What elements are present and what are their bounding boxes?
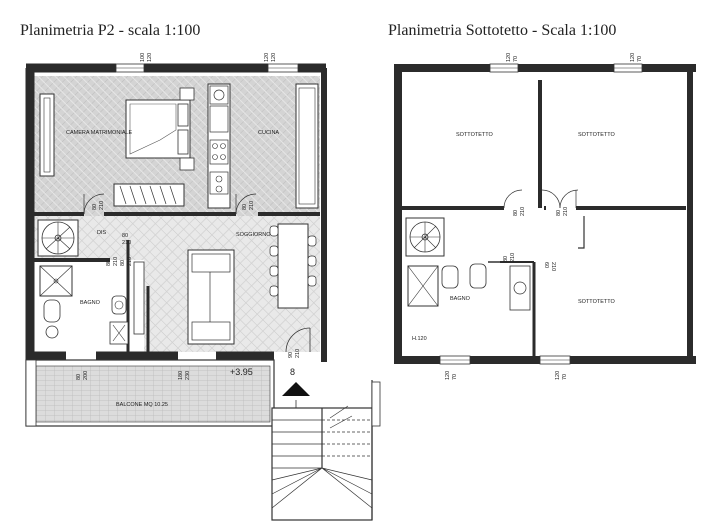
level-marker: +3.95 (230, 367, 253, 377)
dim-label: 120 (271, 53, 277, 62)
dim-label: 60 (543, 262, 549, 268)
dim-label: 210 (520, 207, 526, 216)
washbasin (509, 265, 531, 311)
height-note: H.120 (412, 336, 427, 342)
dim-label: 120 (445, 371, 451, 380)
building-staircase (271, 380, 381, 521)
dim-label: 230 (185, 371, 191, 380)
room-label-dis: DIS (97, 230, 107, 236)
room-label-soggiorno: SOGGIORNO (236, 232, 271, 238)
room-label-balcone: BALCONE MQ 10.25 (116, 402, 168, 408)
room-label-bagno: BAGNO (80, 300, 101, 306)
dim-label: 210 (510, 253, 516, 262)
dim-label: 70 (562, 374, 568, 380)
spiral-staircase (37, 219, 79, 257)
dim-label: 180 (178, 371, 184, 380)
dim-label: 70 (452, 374, 458, 380)
room-label-bagno: BAGNO (450, 296, 471, 302)
bidet (43, 299, 61, 323)
floor-plan-sottotetto-title: Planimetria Sottotetto - Scala 1:100 (388, 22, 617, 39)
door-sottotetto-3 (559, 189, 579, 209)
floor-plan-p2-title: Planimetria P2 - scala 1:100 (20, 22, 201, 39)
toilet (469, 263, 487, 289)
room-label-sottotetto-2: SOTTOTETTO (578, 132, 615, 138)
dim-label: 120 (555, 371, 561, 380)
room-label-camera: CAMERA MATRIMONIALE (66, 130, 133, 136)
dim-label: 80 (503, 256, 509, 262)
sofa (187, 249, 235, 345)
dim-label: 210 (127, 257, 133, 266)
dim-label: 210 (122, 240, 131, 246)
plan-p2: CAMERA MATRIMONIALE CUCINA DIS SOGGIORNO… (25, 53, 381, 521)
kitchen-cabinet (295, 83, 319, 209)
bedroom-closet (113, 183, 185, 207)
dim-label: 120 (630, 53, 636, 62)
dining-table (269, 223, 317, 309)
dim-label: 80 (122, 233, 128, 239)
bathroom-cabinet (133, 261, 145, 335)
kitchen-counter (207, 83, 231, 209)
dim-label: 80 (120, 260, 126, 266)
wardrobe (39, 93, 55, 177)
stair-number: 8 (290, 367, 295, 377)
cooktop (209, 139, 229, 165)
dim-label: 80 (76, 374, 82, 380)
dim-label: 80 (242, 204, 248, 210)
dim-label: 80 (513, 210, 519, 216)
dim-label: 70 (637, 56, 643, 62)
dim-label: 80 (92, 204, 98, 210)
door-sottotetto-1 (503, 189, 523, 209)
dim-label: 100 (140, 53, 146, 62)
room-label-sottotetto-3: SOTTOTETTO (578, 299, 615, 305)
bidet (441, 265, 459, 289)
dim-label: 90 (288, 352, 294, 358)
dim-label: 210 (249, 201, 255, 210)
dim-label: 200 (83, 371, 89, 380)
kitchen-sink (209, 171, 229, 195)
door-sottotetto-2 (541, 189, 561, 209)
dim-label: 210 (113, 257, 119, 266)
dim-label: 80 (556, 210, 562, 216)
dim-label: 120 (506, 53, 512, 62)
plan-sottotetto: SOTTOTETTO SOTTOTETTO SOTTOTETTO BAGNO H… (394, 53, 696, 380)
dim-label: 80 (106, 260, 112, 266)
room-label-sottotetto-1: SOTTOTETTO (456, 132, 493, 138)
toilet (45, 325, 59, 339)
dim-label: 210 (550, 262, 556, 271)
dim-label: 120 (147, 53, 153, 62)
dim-label: 70 (513, 56, 519, 62)
entrance-door (285, 327, 311, 353)
dim-label: 120 (264, 53, 270, 62)
washbasin (111, 295, 127, 315)
dim-label: 210 (99, 201, 105, 210)
dim-label: 210 (295, 349, 301, 358)
dim-label: 210 (563, 207, 569, 216)
up-arrow-icon (282, 382, 310, 396)
room-label-cucina: CUCINA (258, 130, 279, 136)
spiral-staircase (405, 217, 445, 257)
